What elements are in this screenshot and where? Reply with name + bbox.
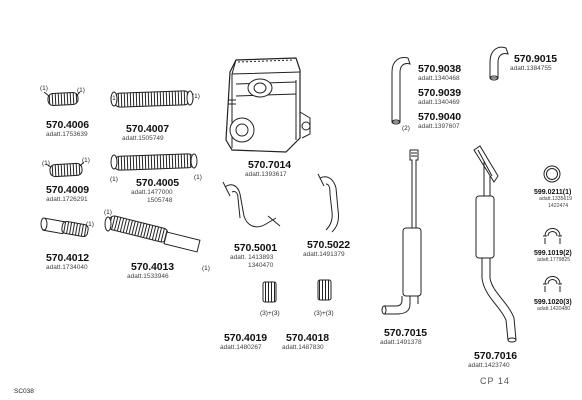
clamp-ref: adatt.1420480 <box>537 306 571 312</box>
qty-left: (1) <box>110 95 118 102</box>
part-ref: adatt.1340469 <box>418 99 460 106</box>
silencer-pipe-570-7016 <box>473 145 517 343</box>
part-code: 570.9039 <box>418 87 461 99</box>
clamp-code: 599.1019(2) <box>534 250 572 257</box>
part-code: 570.4009 <box>46 184 89 196</box>
sleeve-570-4018 <box>317 279 332 301</box>
clamp-599-1020 <box>543 276 562 292</box>
part-ref: adatt.1487830 <box>282 344 324 351</box>
qty-left: (1) <box>40 85 48 92</box>
clamp-ref: adatt.1335619 <box>539 196 573 202</box>
part-code: 570.7014 <box>248 159 291 171</box>
qty-right: (1) <box>77 87 85 94</box>
tail-pipe-570-9038 <box>391 57 411 125</box>
flex-pipe-570-4013 <box>104 215 201 253</box>
flex-tube-570-4005 <box>110 153 198 171</box>
clamp-599-0211 <box>543 165 561 183</box>
silencer-pipe-570-7015 <box>381 149 422 315</box>
qty-right: (1) <box>192 93 200 100</box>
sleeve-570-4019 <box>262 281 277 303</box>
clamp-ref-2: 1422474 <box>548 203 569 209</box>
clamp-599-1019 <box>543 228 562 244</box>
part-code: 570.5001 <box>234 242 277 254</box>
part-ref: adatt.1505749 <box>122 135 164 142</box>
part-ref: adatt.1726291 <box>46 196 88 203</box>
part-ref: adatt. 1413893 <box>230 254 274 261</box>
qty: (2) <box>402 125 410 132</box>
part-ref: adatt.1384755 <box>510 65 552 72</box>
flex-pipe-570-4012 <box>40 217 89 238</box>
qty-right: (1) <box>194 174 202 181</box>
part-code: 570.9040 <box>418 111 461 123</box>
part-ref: adatt.1734040 <box>46 264 88 271</box>
part-ref: adatt.1397607 <box>418 123 460 130</box>
flex-tube-570-4006 <box>43 91 81 107</box>
clamp-code: 599.0211(1) <box>534 189 572 196</box>
qty-left: (1) <box>104 209 112 216</box>
part-code: 570.4005 <box>136 177 179 189</box>
part-code: 570.5022 <box>307 239 350 251</box>
silencer-box-570-7014 <box>225 57 311 153</box>
part-ref: adatt.1477000 <box>131 189 173 196</box>
part-code: 570.4006 <box>46 119 89 131</box>
qty-right: (1) <box>82 157 90 164</box>
flex-tube-570-4009 <box>45 161 85 178</box>
clamp-ref: adatt.1779825 <box>537 257 571 263</box>
qty-right: (1) <box>86 221 94 228</box>
clamp-code: 599.1020(3) <box>534 299 572 306</box>
qty: (3)+(3) <box>260 310 280 317</box>
tail-pipe-570-9015 <box>489 46 509 81</box>
part-ref: adatt.1491379 <box>303 251 345 258</box>
part-ref: adatt.1423740 <box>468 362 510 369</box>
part-ref: adatt.1480267 <box>220 344 262 351</box>
part-ref: adatt.1533946 <box>127 273 169 280</box>
page-ref: CP 14 <box>480 376 510 386</box>
diagram-code: SC038 <box>14 388 34 395</box>
part-code: 570.9015 <box>514 53 557 65</box>
part-code: 570.9038 <box>418 63 461 75</box>
part-code: 570.4019 <box>224 332 267 344</box>
part-ref-2: 1505748 <box>147 197 173 204</box>
qty-left: (1) <box>42 160 50 167</box>
part-code: 570.4012 <box>46 252 89 264</box>
qty-right: (1) <box>202 265 210 272</box>
part-code: 570.7016 <box>474 350 517 362</box>
part-code: 570.4007 <box>126 123 169 135</box>
part-ref: adatt.1753639 <box>46 131 88 138</box>
bent-pipe-570-5001 <box>222 181 281 228</box>
part-code: 570.4013 <box>131 261 174 273</box>
part-code: 570.4018 <box>286 332 329 344</box>
part-ref: adatt.1491378 <box>380 339 422 346</box>
part-ref: adatt.1340468 <box>418 75 460 82</box>
part-ref: adatt.1393617 <box>245 171 287 178</box>
part-code: 570.7015 <box>384 327 427 339</box>
bent-pipe-570-5022 <box>317 173 339 233</box>
qty: (3)+(3) <box>314 310 334 317</box>
part-ref-2: 1340470 <box>248 262 274 269</box>
qty-left: (1) <box>110 176 118 183</box>
flex-tube-570-4007 <box>110 90 194 108</box>
